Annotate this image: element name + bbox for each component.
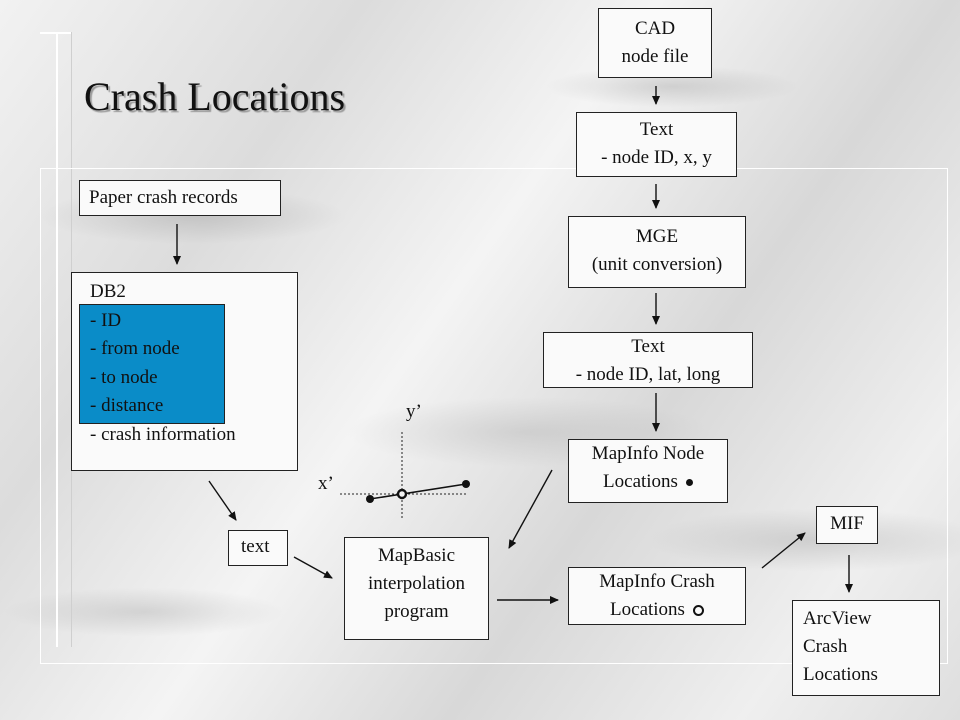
arrow-mapinfo-node-to-mapbasic: [508, 469, 553, 549]
mapinfo-crash-line2: Locations: [569, 596, 745, 624]
crash-point-ring: [396, 488, 408, 500]
mapinfo-node-line2: Locations: [569, 468, 727, 496]
arrow-mapinfo-crash-to-mif: [761, 532, 806, 569]
text-xy-line1: Text: [639, 119, 674, 140]
arrow-db2-to-text: [208, 480, 237, 521]
db2-field-id: - ID: [90, 309, 122, 331]
text-latlong-box: Text - node ID, lat, long: [543, 332, 753, 388]
mapbasic-box: MapBasic interpolation program: [344, 537, 489, 640]
db2-field-crash-information: - crash information: [90, 423, 236, 445]
mapinfo-crash-locations: Locations: [610, 599, 685, 620]
mapbasic-line3: program: [384, 601, 449, 622]
paper-crash-records-label: Paper crash records: [89, 187, 238, 208]
mif-label: MIF: [830, 513, 864, 534]
arcview-line1: ArcView: [803, 608, 872, 629]
paper-crash-records-box: Paper crash records: [79, 180, 281, 216]
mapinfo-node-box: MapInfo Node Locations: [568, 439, 728, 503]
cad-node-file-box: CAD node file: [598, 8, 712, 78]
text-latlong-line1: Text: [631, 336, 665, 357]
db2-field-to-node: - to node: [90, 366, 158, 388]
mge-line1: MGE: [635, 226, 679, 247]
mapinfo-crash-box: MapInfo Crash Locations: [568, 567, 746, 625]
db2-content: DB2 - ID - from node - to node - distanc…: [90, 278, 236, 449]
interpolation-sketch: [340, 432, 470, 518]
node-point-icon: [685, 479, 693, 487]
text-xy-line2: - node ID, x, y: [601, 147, 712, 168]
db2-key-fields-highlight: [79, 304, 225, 424]
x-prime-label: x’: [318, 473, 334, 494]
cad-line1: CAD: [634, 18, 676, 39]
arcview-line3: Locations: [803, 664, 878, 685]
mapinfo-crash-line1: MapInfo Crash: [599, 571, 715, 592]
mapbasic-line2: interpolation: [367, 573, 466, 594]
mapinfo-node-line1: MapInfo Node: [591, 443, 705, 464]
text-box: text: [228, 530, 288, 566]
slide-title: Crash Locations: [84, 74, 346, 119]
text-box-label: text: [241, 536, 270, 557]
text-latlong-line2: - node ID, lat, long: [575, 364, 721, 385]
start-node-dot: [366, 495, 374, 503]
arcview-line2: Crash: [803, 636, 848, 657]
mge-box: MGE (unit conversion): [568, 216, 746, 288]
mge-line2: (unit conversion): [591, 254, 723, 275]
crash-point-icon: [692, 605, 704, 617]
link-segment: [369, 483, 467, 500]
db2-field-distance: - distance: [90, 395, 164, 416]
end-node-dot: [462, 480, 470, 488]
arrow-text-to-mapbasic: [293, 556, 333, 579]
mapinfo-node-locations: Locations: [603, 471, 678, 492]
cad-line2: node file: [621, 46, 689, 67]
arcview-box: ArcView Crash Locations: [792, 600, 940, 696]
y-prime-label: y’: [406, 401, 422, 422]
db2-title: DB2: [90, 281, 126, 302]
mif-box: MIF: [816, 506, 878, 544]
frame-outline: [40, 168, 948, 664]
text-xy-box: Text - node ID, x, y: [576, 112, 737, 177]
db2-field-from-node: - from node: [90, 338, 180, 359]
mapbasic-line1: MapBasic: [377, 545, 456, 566]
